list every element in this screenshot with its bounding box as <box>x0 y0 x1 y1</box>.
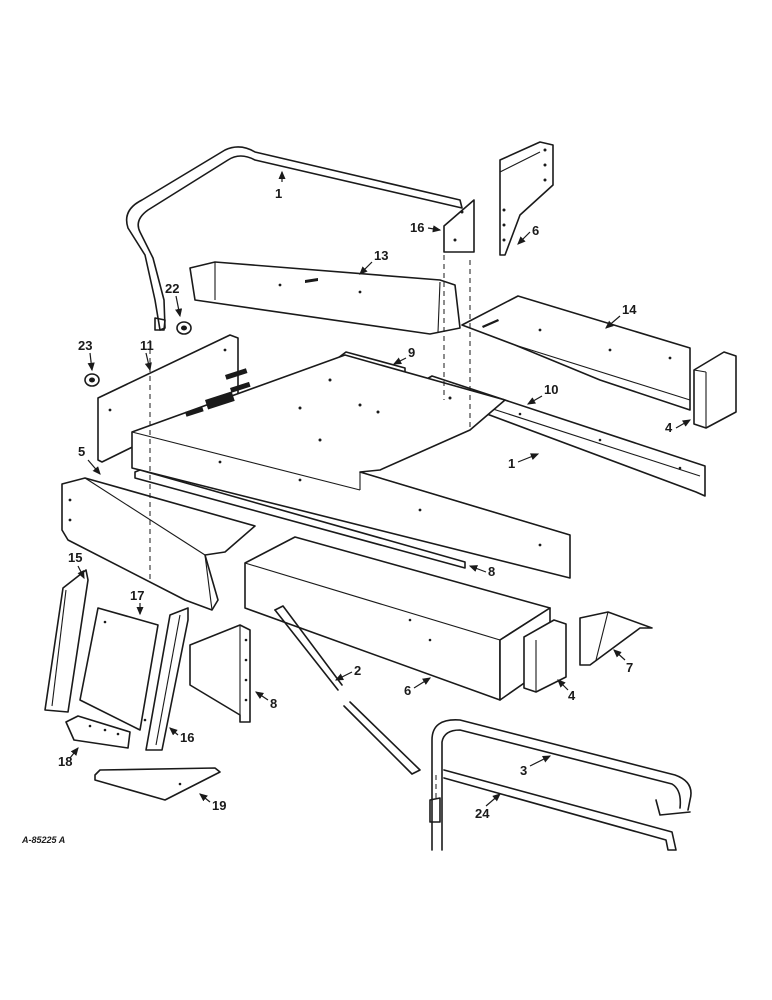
callout-8: 7 <box>626 660 633 675</box>
callouts: 1 16 6 13 22 14 23 11 9 10 4 5 1 8 15 17 <box>58 170 692 821</box>
gusset-part-22 <box>443 199 475 253</box>
angle-part-7 <box>134 469 466 569</box>
callout-6: 6 <box>404 683 411 698</box>
callout-23-upper: 22 <box>165 281 179 296</box>
callout-15: 14 <box>622 302 637 317</box>
rail-part-21 <box>125 146 463 331</box>
callout-16: 15 <box>68 550 82 565</box>
callout-11: 11 <box>140 338 154 353</box>
callout-23-lower: 23 <box>78 338 92 353</box>
callout-13: 10 <box>544 382 558 397</box>
callout-24: 24 <box>475 806 490 821</box>
nut-part-23-lower <box>84 373 100 387</box>
callout-1: 1 <box>508 456 515 471</box>
end-box-part-4-upper <box>693 351 737 429</box>
bracket-part-8 <box>579 611 653 666</box>
frame-part-1 <box>131 354 571 579</box>
callout-19: 18 <box>58 754 72 769</box>
callout-22: 16 <box>410 220 424 235</box>
panel-part-18 <box>79 607 159 731</box>
callout-4-lower: 4 <box>568 688 576 703</box>
step-part-19 <box>65 715 131 749</box>
shield-part-14 <box>189 261 461 335</box>
callout-4-upper: 4 <box>665 420 673 435</box>
rail-part-3 <box>431 719 692 851</box>
callout-20: 19 <box>212 798 226 813</box>
shield-part-5 <box>61 477 256 611</box>
callout-7: 8 <box>488 564 495 579</box>
drawing-reference-code: A-85225 A <box>21 835 65 845</box>
callout-14: 13 <box>374 248 388 263</box>
bracket-part-10 <box>499 141 554 256</box>
callout-9: 8 <box>270 696 277 711</box>
bracket-part-9 <box>189 624 251 723</box>
callout-10: 6 <box>532 223 539 238</box>
alignment-lines <box>149 255 471 800</box>
nut-part-23-upper <box>176 321 192 335</box>
callout-17: 16 <box>180 730 194 745</box>
callout-3: 3 <box>520 763 527 778</box>
bracket-part-20 <box>94 767 221 801</box>
callout-2: 2 <box>354 663 361 678</box>
callout-21: 1 <box>275 186 282 201</box>
deck-part-15 <box>461 295 691 411</box>
callout-5: 5 <box>78 444 85 459</box>
end-box-part-4-lower <box>523 619 567 693</box>
callout-12: 9 <box>408 345 415 360</box>
rail-part-24 <box>429 769 677 851</box>
callout-18: 17 <box>130 588 144 603</box>
rod-part-2 <box>274 605 421 775</box>
rail-part-17 <box>145 607 189 751</box>
